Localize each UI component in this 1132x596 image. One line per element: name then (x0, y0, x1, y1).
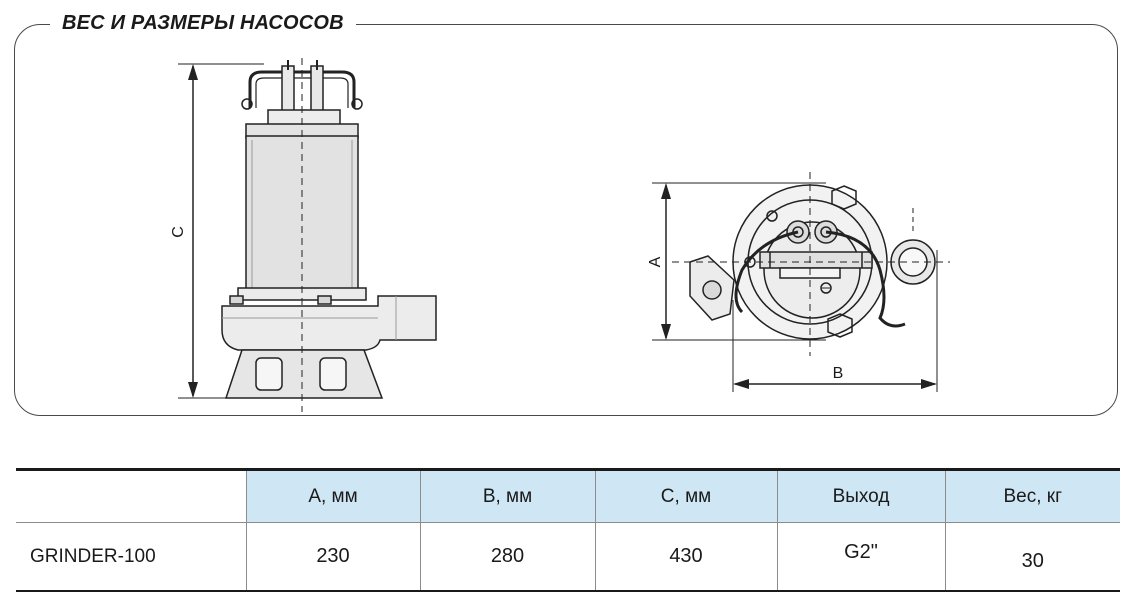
cell-model: GRINDER-100 (16, 522, 246, 592)
header-c: C, мм (594, 468, 777, 523)
dimension-c-label: C (170, 226, 187, 238)
cell-b: 280 (419, 522, 595, 592)
cell-weight: 30 (944, 522, 1120, 592)
pump-drawings: C (170, 58, 950, 412)
table-header-row: A, мм B, мм C, мм Выход Вес, кг (16, 468, 1120, 523)
dimensions-frame (14, 24, 1118, 416)
pump-side-view (178, 58, 437, 412)
dimension-a-label: A (647, 256, 664, 267)
pump-top-view (652, 172, 950, 392)
table-row: GRINDER-100 230 280 430 G2" 30 (16, 522, 1120, 592)
specs-table: A, мм B, мм C, мм Выход Вес, кг GRINDER-… (16, 468, 1120, 592)
header-a: A, мм (245, 468, 420, 523)
section-title: ВЕС И РАЗМЕРЫ НАСОСОВ (50, 12, 356, 35)
header-model (16, 468, 246, 523)
cell-c: 430 (594, 522, 777, 592)
header-outlet: Выход (776, 468, 945, 523)
specs-table-container: A, мм B, мм C, мм Выход Вес, кг GRINDER-… (16, 468, 1120, 592)
dimension-b-label: B (833, 365, 844, 382)
cell-a: 230 (245, 522, 420, 592)
header-b: B, мм (419, 468, 595, 523)
header-weight: Вес, кг (944, 468, 1120, 523)
cell-outlet: G2" (776, 522, 945, 592)
